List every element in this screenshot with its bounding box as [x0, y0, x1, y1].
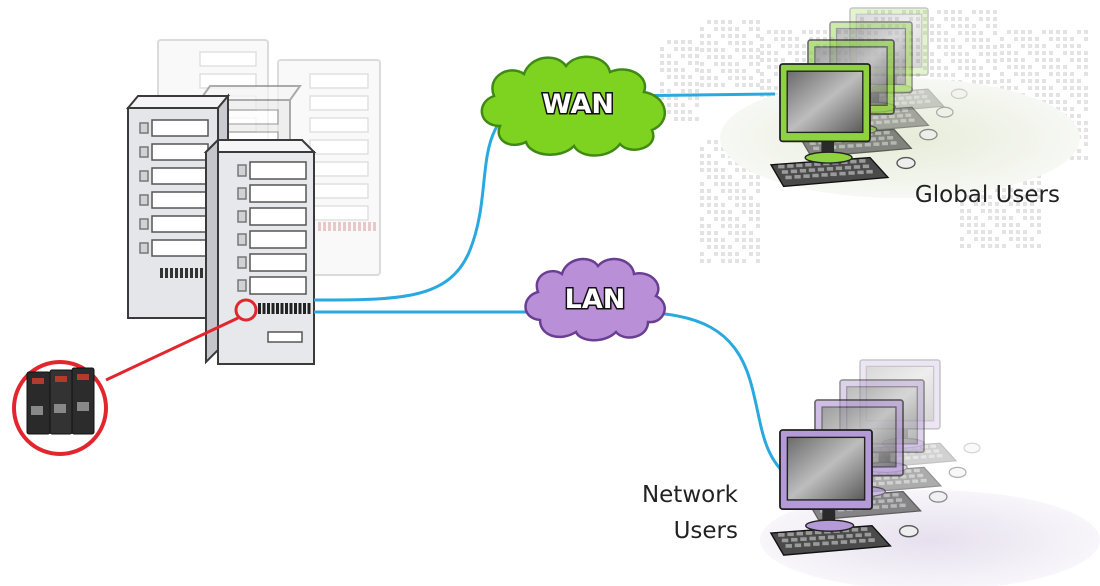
server-rack-front [203, 137, 317, 365]
network-users-workstations [769, 359, 981, 556]
server-rack-left [125, 93, 231, 319]
wan-label: WAN [542, 89, 614, 120]
lan-cloud: LAN [524, 257, 666, 342]
network-users-label-line1: Network [642, 482, 739, 508]
wan-cloud: WAN [480, 55, 667, 157]
kvm-extender-device-icon [26, 367, 95, 435]
cable-lan-to-network-users [629, 310, 791, 480]
network-users-label-line2: Users [674, 518, 738, 544]
lan-label: LAN [565, 284, 626, 315]
global-users-workstations [769, 7, 968, 188]
global-users-label: Global Users [915, 182, 1060, 208]
kvm-extender-callout [12, 298, 258, 456]
